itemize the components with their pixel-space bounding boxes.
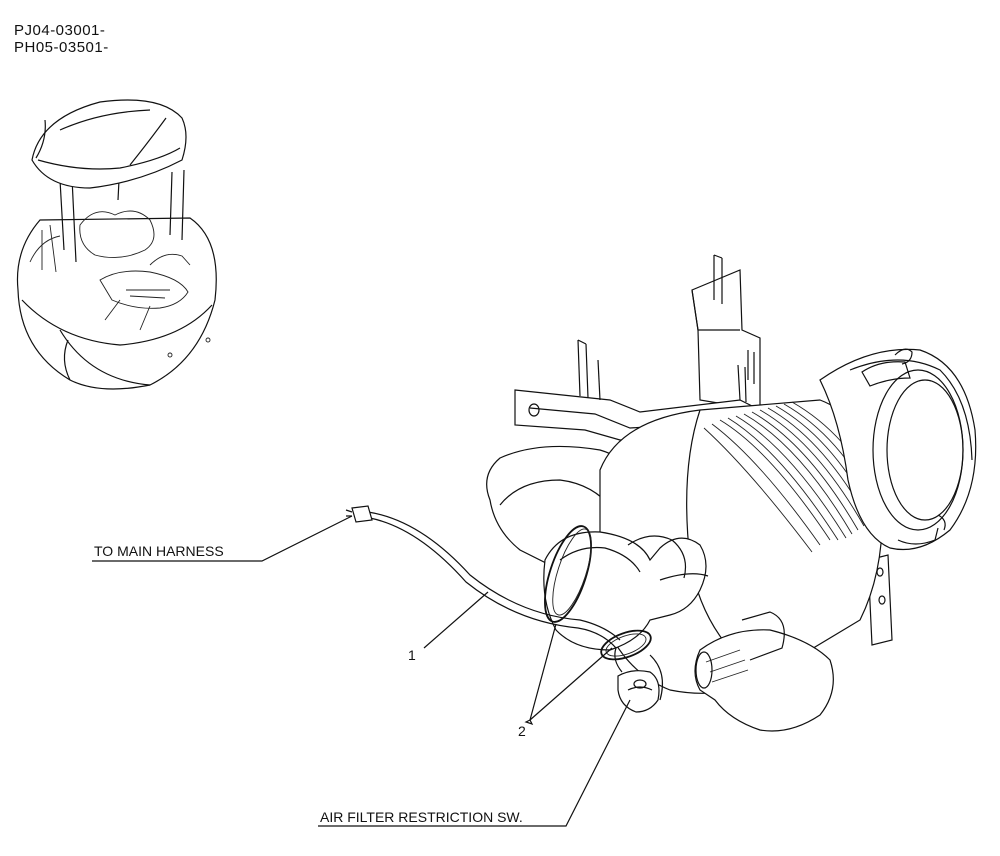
leader-lines [92, 515, 631, 827]
wire-harness [345, 505, 623, 673]
serial-range-1: PJ04-03001- [14, 22, 106, 39]
serial-range-2: PH05-03501- [14, 39, 109, 56]
to-main-harness-label: TO MAIN HARNESS [94, 543, 224, 559]
part-number-2: 2 [518, 723, 526, 739]
restriction-switch-assembly [544, 525, 663, 713]
air-filter-restriction-switch-label: AIR FILTER RESTRICTION SW. [320, 809, 523, 825]
air-cleaner-body [486, 348, 977, 732]
machine-overview-inset [16, 99, 217, 390]
part-number-1: 1 [408, 647, 416, 663]
